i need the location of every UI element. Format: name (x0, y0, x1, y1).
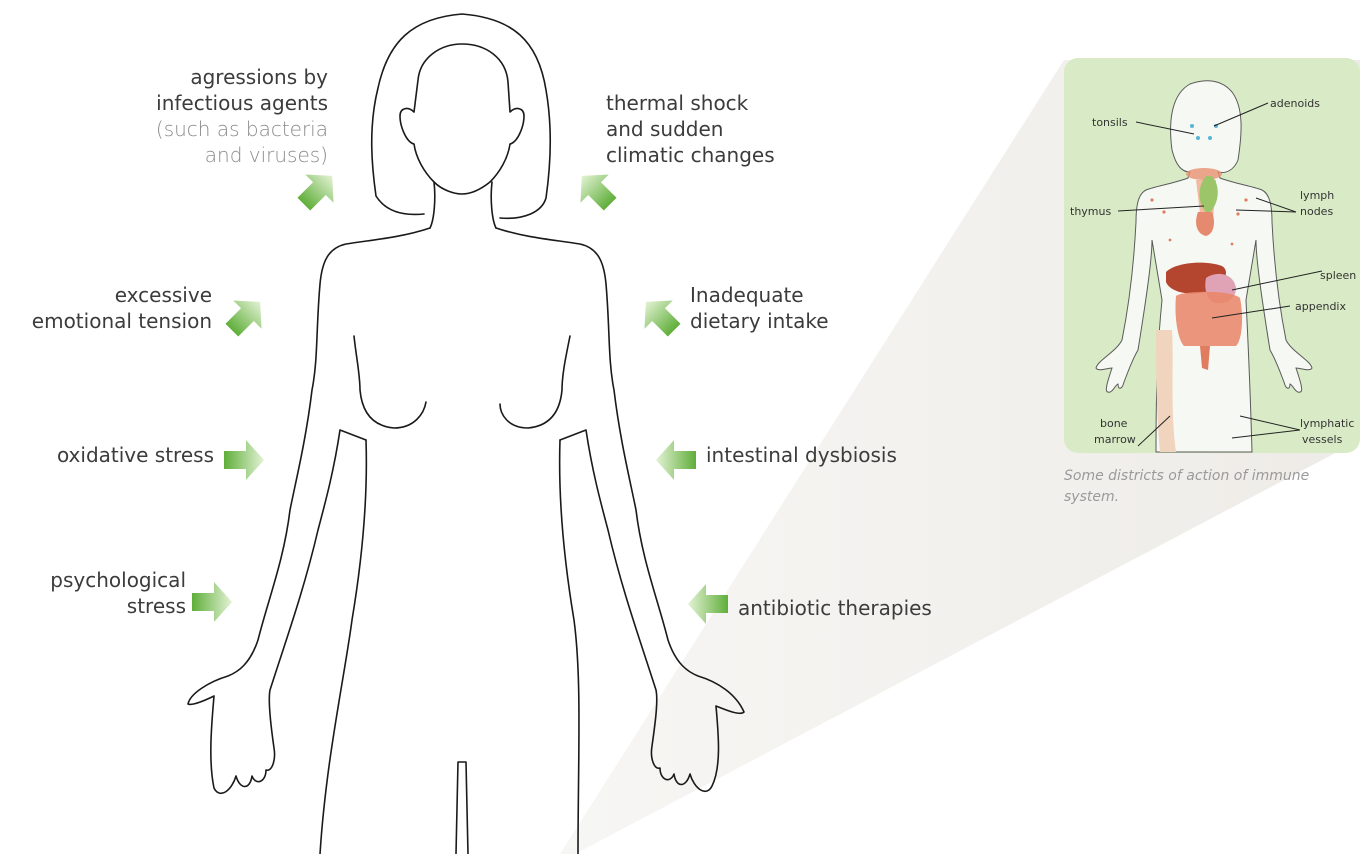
factor-dietary-line-1: Inadequate (690, 282, 890, 308)
label-thymus: thymus (1070, 205, 1111, 218)
factor-thermal-line-2: and sudden (606, 116, 836, 142)
label-bone-marrow-1: bone (1100, 417, 1128, 430)
label-appendix: appendix (1295, 300, 1346, 313)
factor-psychological: psychological stress (10, 567, 186, 619)
factor-antibiotic: antibiotic therapies (738, 595, 978, 621)
factor-thermal: thermal shock and sudden climatic change… (606, 90, 836, 168)
immune-inset: tonsils adenoids thymus lymph nodes sple… (1064, 58, 1360, 453)
label-bone-marrow-2: marrow (1094, 433, 1136, 446)
factor-dysbiosis: intestinal dysbiosis (706, 442, 946, 468)
label-tonsils: tonsils (1092, 116, 1128, 129)
arrow-oxidative (224, 440, 264, 480)
label-adenoids: adenoids (1270, 97, 1320, 110)
arrow-dysbiosis (656, 440, 696, 480)
factor-emotional-line-1: excessive (10, 282, 212, 308)
factor-oxidative-line-1: oxidative stress (10, 442, 214, 468)
factor-dietary-line-2: dietary intake (690, 308, 890, 334)
factor-arrows (192, 162, 728, 624)
factor-infectious-sub-2: and viruses) (100, 142, 328, 168)
factor-thermal-line-1: thermal shock (606, 90, 836, 116)
arrow-thermal (568, 162, 625, 219)
label-lymph-nodes-1: lymph (1300, 189, 1334, 202)
label-lymphatic-vessels-2: vessels (1302, 433, 1343, 446)
arrow-dietary (632, 288, 689, 345)
factor-emotional-line-2: emotional tension (10, 308, 212, 334)
factor-dietary: Inadequate dietary intake (690, 282, 890, 334)
arrow-infectious (290, 162, 347, 219)
label-lymphatic-vessels-1: lymphatic (1300, 417, 1354, 430)
arrow-psychological (192, 582, 232, 622)
label-spleen: spleen (1320, 269, 1356, 282)
factor-antibiotic-line-1: antibiotic therapies (738, 595, 978, 621)
factor-psychological-line-2: stress (10, 593, 186, 619)
factor-infectious-line-1: agressions by (100, 64, 328, 90)
factor-oxidative: oxidative stress (10, 442, 214, 468)
inset-caption: Some districts of action of immune syste… (1064, 466, 1349, 508)
label-lymph-nodes-2: nodes (1300, 205, 1333, 218)
factor-dysbiosis-line-1: intestinal dysbiosis (706, 442, 946, 468)
factor-thermal-line-3: climatic changes (606, 142, 836, 168)
factor-psychological-line-1: psychological (10, 567, 186, 593)
factor-infectious: agressions by infectious agents (such as… (100, 64, 328, 168)
arrow-emotional (218, 288, 275, 345)
factor-emotional: excessive emotional tension (10, 282, 212, 334)
factor-infectious-line-2: infectious agents (100, 90, 328, 116)
factor-infectious-sub-1: (such as bacteria (100, 116, 328, 142)
